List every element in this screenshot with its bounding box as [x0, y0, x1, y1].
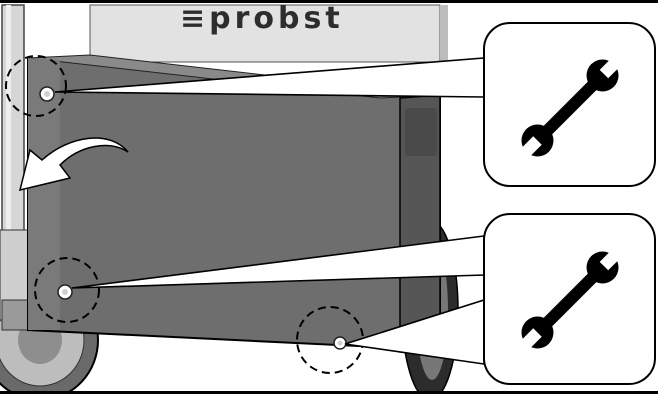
screw-top-left [40, 87, 54, 101]
frame-tube [2, 5, 24, 255]
callout-box-bottom [484, 214, 655, 384]
upper-housing: ≡probst [90, 1, 448, 62]
screw-bottom-left [58, 285, 72, 299]
cover-panel [28, 55, 440, 352]
brand-logo: ≡probst [180, 1, 344, 36]
screw-bottom-right [334, 337, 346, 349]
callout-box-top [484, 23, 655, 186]
